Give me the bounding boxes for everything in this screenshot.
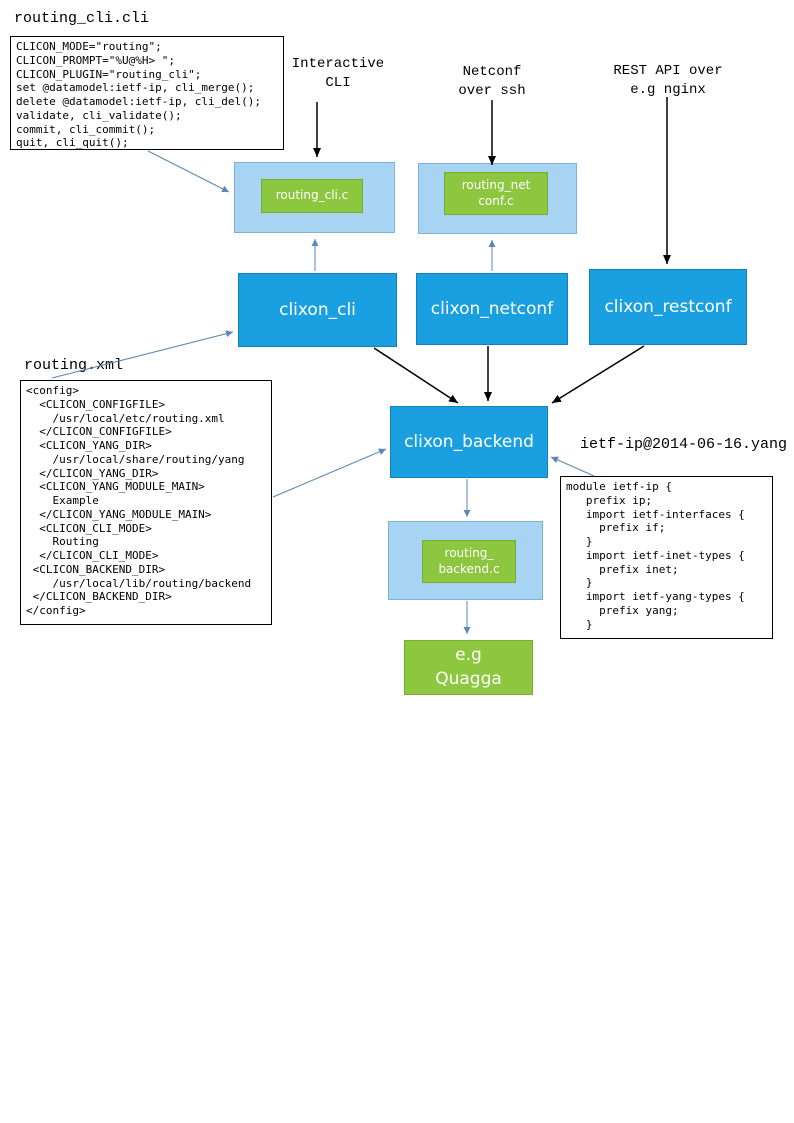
rest-api-label: REST API over e.g nginx — [613, 63, 723, 98]
yang-file-label: ietf-ip@2014-06-16.yang — [580, 436, 788, 453]
node-routing-cli-c: routing_cli.c — [261, 179, 363, 213]
routing-cli-code-box: CLICON_MODE="routing"; CLICON_PROMPT="%U… — [10, 36, 284, 150]
arrow-yang-to-backend — [550, 456, 595, 477]
netconf-over-ssh-label: Netconf over ssh — [458, 64, 526, 99]
container-routing-netconf-plugin: routing_net conf.c — [418, 163, 577, 234]
node-clixon-cli: clixon_cli — [238, 273, 397, 347]
arrow-restconf-to-backend — [551, 345, 645, 404]
node-clixon-backend: clixon_backend — [390, 406, 548, 478]
container-routing-backend-plugin: routing_ backend.c — [388, 521, 543, 600]
node-routing-netconf-c: routing_net conf.c — [444, 172, 548, 215]
interactive-cli-label: Interactive CLI — [291, 56, 385, 91]
node-clixon-restconf: clixon_restconf — [589, 269, 747, 345]
container-routing-cli-plugin: routing_cli.c — [234, 162, 395, 233]
arrow-cli-to-backend — [373, 347, 459, 404]
arrow-routing-xml-to-backend — [272, 448, 387, 498]
routing-cli-file-label: routing_cli.cli — [14, 10, 150, 27]
node-quagga: e.g Quagga — [404, 640, 533, 695]
yang-code-box: module ietf-ip { prefix ip; import ietf-… — [560, 476, 773, 639]
node-routing-backend-c: routing_ backend.c — [422, 540, 516, 583]
routing-xml-file-label: routing.xml — [24, 357, 124, 374]
node-clixon-netconf: clixon_netconf — [416, 273, 568, 345]
routing-xml-code-box: <config> <CLICON_CONFIGFILE> /usr/local/… — [20, 380, 272, 625]
arrow-cli-file-to-plugin-container — [147, 150, 230, 193]
